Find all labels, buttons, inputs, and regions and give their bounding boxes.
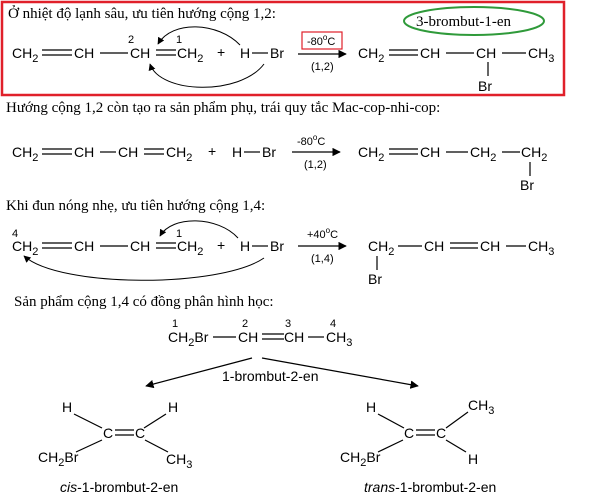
s4-locant-3: 3 (285, 318, 291, 330)
r3-atom-ch-a: CH (74, 238, 94, 254)
trans-bond-h1 (377, 413, 405, 429)
s4-locant-2: 2 (242, 318, 248, 330)
cis-atom-c1: C (103, 425, 113, 441)
r2-atom-ch2a: CH2 (12, 144, 38, 164)
trans-name: trans-1-brombut-2-en (364, 479, 496, 495)
s4-atom-ch-b: CH (284, 329, 304, 345)
trans-atom-ch3: CH3 (468, 397, 494, 417)
trans-bond-ch3 (445, 411, 469, 429)
cis-bond-h1 (73, 413, 103, 429)
p2-atom-ch2c: CH2 (521, 144, 547, 164)
r2-atom-ch2b: CH2 (166, 144, 192, 164)
r3-locant-1: 1 (176, 228, 182, 240)
r2-temp: -80oC (297, 133, 325, 148)
r3-mode: (1,4) (311, 253, 334, 265)
p3-atom-br: Br (368, 271, 382, 287)
r1-atom-h: H (240, 45, 250, 61)
trans-atom-h2: H (468, 451, 478, 467)
r1-atom-ch-a: CH (74, 45, 94, 61)
trans-atom-c2: C (436, 425, 446, 441)
r1-atom-ch2b: CH2 (177, 45, 203, 65)
cis-bond-h2 (143, 413, 167, 429)
s4-atom-ch2br: CH2Br (168, 329, 209, 349)
cis-name: cis-1-brombut-2-en (60, 479, 178, 495)
r3-atom-h: H (240, 238, 250, 254)
p1-atom-ch-a: CH (420, 45, 440, 61)
cis-bond-ch3 (144, 439, 169, 453)
s4-locant-1: 1 (172, 318, 178, 330)
r3-locant-4: 4 (12, 228, 18, 240)
product-name-ellipse (403, 6, 545, 36)
r1-atom-br: Br (270, 45, 284, 61)
cis-atom-h2: H (168, 399, 178, 415)
p3-atom-ch2: CH2 (368, 238, 394, 258)
trans-bond-h2 (445, 439, 467, 453)
p3-atom-ch-b: CH (480, 238, 500, 254)
r2-plus: + (208, 143, 216, 159)
trans-atom-h1: H (366, 399, 376, 415)
r1-curved-arrow-bottom (148, 63, 265, 88)
trans-atom-c1: C (404, 425, 414, 441)
r1-mode: (1,2) (311, 61, 334, 73)
section1-heading: Ở nhiệt độ lạnh sâu, ưu tiên hướng cộng … (8, 5, 276, 22)
isomer-center-label: 1-brombut-2-en (222, 368, 319, 384)
r3-curved-arrow-bottom (23, 255, 265, 281)
cis-atom-c2: C (135, 425, 145, 441)
cis-bond-ch2br (75, 439, 103, 453)
s4-arrow-left (145, 357, 253, 389)
section2-heading: Hướng cộng 1,2 còn tạo ra sản phẩm phụ, … (6, 100, 440, 116)
r1-temp: -80oC (307, 33, 335, 48)
cis-atom-ch3: CH3 (166, 451, 192, 471)
r1-plus: + (217, 44, 225, 60)
cis-atom-h1: H (62, 399, 72, 415)
p2-atom-ch2b: CH2 (470, 144, 496, 164)
r1-temp-box (301, 31, 343, 50)
p1-atom-br: Br (478, 78, 492, 94)
r1-atom-ch-b: CH (130, 45, 150, 61)
r3-plus: + (217, 237, 225, 253)
r1-locant-2: 2 (128, 34, 134, 46)
r1-curved-arrow-top (157, 26, 241, 46)
section3-heading: Khi đun nóng nhẹ, ưu tiên hướng cộng 1,4… (6, 198, 265, 214)
p2-atom-ch: CH (420, 144, 440, 160)
r3-atom-ch-b: CH (130, 238, 150, 254)
r3-temp: +40oC (307, 226, 338, 241)
s4-locant-4: 4 (330, 318, 336, 330)
r3-curved-arrow-top (159, 220, 239, 239)
p1-atom-ch2: CH2 (358, 45, 384, 65)
r2-atom-h: H (232, 144, 242, 160)
s4-atom-ch3: CH3 (326, 329, 352, 349)
s4-atom-ch-a: CH (238, 329, 258, 345)
p1-atom-ch-b: CH (476, 45, 496, 61)
p2-atom-br: Br (520, 177, 534, 193)
cis-atom-ch2br: CH2Br (38, 449, 79, 469)
r2-atom-ch-b: CH (118, 144, 138, 160)
section4-heading: Sản phẩm cộng 1,4 có đồng phân hình học: (14, 294, 274, 310)
p3-atom-ch3: CH3 (528, 238, 554, 258)
r1-atom-ch2a: CH2 (12, 45, 38, 65)
r3-atom-br: Br (270, 238, 284, 254)
p3-atom-ch-a: CH (424, 238, 444, 254)
r2-mode: (1,2) (304, 159, 327, 171)
product-name: 3-brombut-1-en (416, 14, 511, 30)
trans-atom-ch2br: CH2Br (340, 449, 381, 469)
r2-atom-ch-a: CH (74, 144, 94, 160)
r3-atom-ch2a: CH2 (12, 238, 38, 258)
trans-bond-ch2br (377, 439, 404, 453)
r3-atom-ch2b: CH2 (177, 238, 203, 258)
s4-arrow-right (261, 357, 419, 389)
p1-atom-ch3: CH3 (528, 45, 554, 65)
p2-atom-ch2a: CH2 (358, 144, 384, 164)
r1-locant-1: 1 (176, 34, 182, 46)
r2-atom-br: Br (262, 144, 276, 160)
highlight-frame (0, 0, 566, 97)
